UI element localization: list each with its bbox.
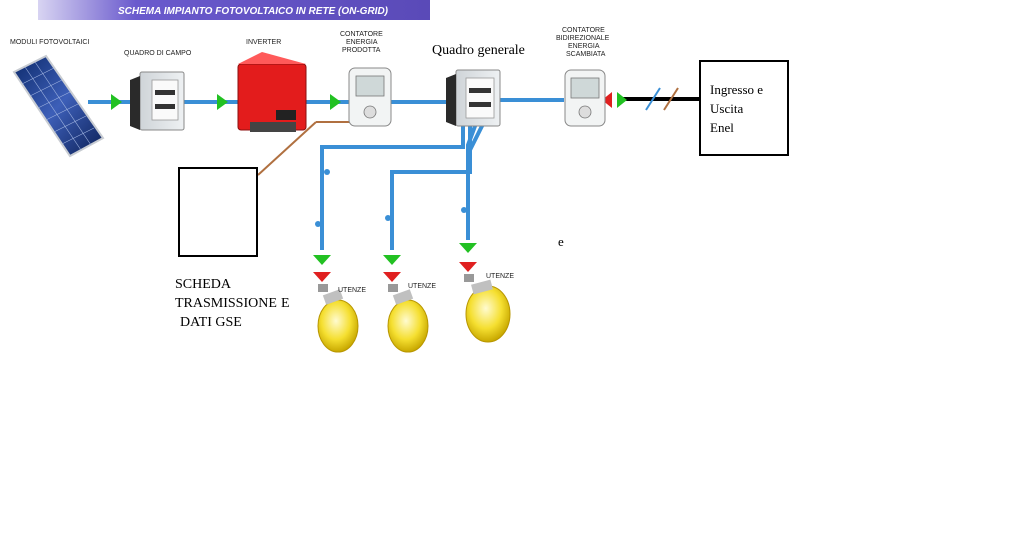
- load-2-green-arrow: [383, 255, 401, 265]
- wire-branch-1: [320, 118, 465, 250]
- flow-arrow-grid: [617, 92, 627, 108]
- bidirectional-meter-label: CONTATORE BIDIREZIONALE ENERGIA SCAMBIAT…: [556, 27, 611, 58]
- stray-text: e: [558, 234, 564, 249]
- wire-tick-brown: [663, 87, 679, 111]
- load-1: UTENZE: [313, 255, 366, 353]
- gse-suffix: E: [281, 296, 290, 311]
- flow-arrow-1: [111, 94, 122, 110]
- grid-box-label: Ingresso e Uscita Enel: [710, 82, 766, 135]
- load-1-green-arrow: [313, 255, 331, 265]
- pv-modules-label: MODULI FOTOVOLTAICI: [10, 39, 89, 46]
- grid-box: Ingresso e Uscita Enel: [699, 60, 789, 156]
- flow-arrow-3: [330, 94, 341, 110]
- flow-arrows: [111, 92, 627, 110]
- bidirectional-meter: CONTATORE BIDIREZIONALE ENERGIA SCAMBIAT…: [556, 27, 611, 127]
- load-3-red-arrow: [459, 262, 477, 272]
- gse-card-label: SCHEDA TRASMISSIONE DATI GSE: [175, 277, 280, 330]
- field-panel-label: QUADRO DI CAMPO: [124, 50, 192, 57]
- load-3-green-arrow: [459, 243, 477, 253]
- pv-modules: MODULI FOTOVOLTAICI: [10, 39, 105, 158]
- inverter-label: INVERTER: [246, 39, 281, 46]
- data-cable-diag: [257, 121, 317, 176]
- produced-meter-label: CONTATORE ENERGIA PRODOTTA: [340, 31, 385, 54]
- flow-arrow-2: [217, 94, 228, 110]
- gse-card: SCHEDA TRASMISSIONE DATI GSE E: [175, 167, 290, 330]
- load-3: UTENZE: [459, 243, 514, 343]
- wire-branch-2: [390, 118, 472, 250]
- main-panel: Quadro generale: [432, 43, 525, 127]
- load-2: UTENZE: [383, 255, 436, 353]
- produced-meter: CONTATORE ENERGIA PRODOTTA: [340, 31, 392, 127]
- wire-tick-blue: [645, 87, 661, 111]
- main-panel-label: Quadro generale: [432, 43, 525, 58]
- inverter: INVERTER: [237, 39, 307, 132]
- title-band: SCHEMA IMPIANTO FOTOVOLTAICO IN RETE (ON…: [38, 0, 430, 20]
- connector-dots: [315, 169, 467, 227]
- load-1-red-arrow: [313, 272, 331, 282]
- load-2-red-arrow: [383, 272, 401, 282]
- reverse-arrow-grid: [602, 92, 612, 108]
- wire-branch-3: [466, 117, 480, 240]
- load-1-label: UTENZE: [338, 287, 366, 294]
- load-3-label: UTENZE: [486, 273, 514, 280]
- field-panel: QUADRO DI CAMPO: [124, 50, 192, 131]
- diagram-title: SCHEMA IMPIANTO FOTOVOLTAICO IN RETE (ON…: [118, 6, 389, 17]
- load-2-label: UTENZE: [408, 283, 436, 290]
